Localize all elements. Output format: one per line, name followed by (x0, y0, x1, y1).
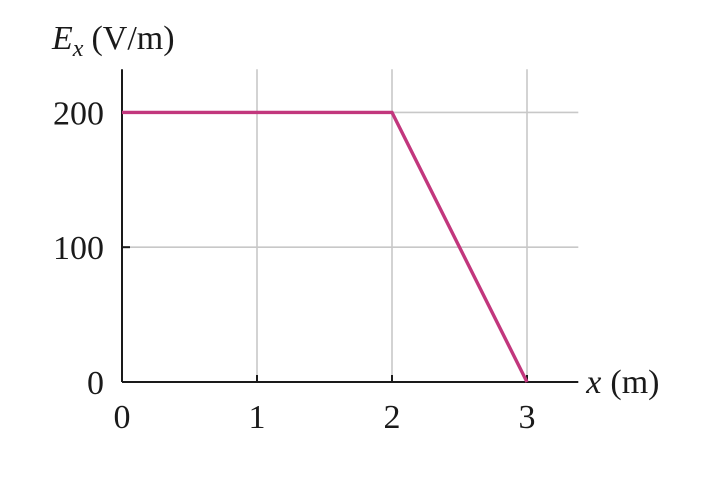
x-tick-label: 3 (519, 399, 536, 436)
x-tick-label: 1 (249, 399, 266, 436)
y-axis-label-sub: x (72, 36, 84, 62)
grid-lines (122, 69, 579, 382)
y-axis-label: Ex (V/m) (51, 20, 175, 62)
x-tick-label: 2 (384, 399, 401, 436)
series-line (122, 110, 529, 383)
y-axis-label-var: E (51, 20, 73, 57)
x-axis-label: x(m) (585, 364, 659, 401)
x-axis-label-unit: (m) (610, 364, 659, 401)
y-axis-label-unit: (V/m) (91, 20, 174, 57)
series-layer (122, 110, 529, 383)
y-tick-label: 0 (87, 365, 104, 402)
tick-labels: 0 1 2 3 0 100 200 (53, 95, 536, 436)
y-tick-label: 200 (53, 95, 104, 132)
y-tick-label: 100 (53, 230, 104, 267)
x-axis-label-var: x (585, 364, 601, 401)
x-tick-label: 0 (114, 399, 131, 436)
axes (121, 69, 579, 383)
